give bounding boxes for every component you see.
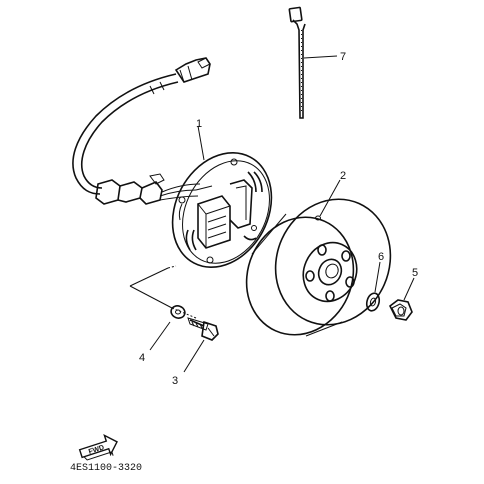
fwd-label: FWD: [88, 444, 105, 456]
callout-7: 7: [340, 51, 346, 63]
part-code: 4ES1100-3320: [70, 463, 142, 474]
callout-2: 2: [340, 170, 346, 182]
assembly-leaders: [129, 265, 197, 319]
callout-3: 3: [172, 375, 178, 387]
screw-part: [183, 317, 219, 373]
callout-1: 1: [196, 118, 202, 130]
nut-part: [388, 277, 415, 321]
washer-part: [365, 261, 381, 312]
fwd-arrow-icon: FWD: [78, 434, 118, 461]
wire-harness: [72, 57, 211, 205]
callout-4: 4: [139, 352, 145, 364]
small-washer-part: [149, 305, 186, 351]
callout-6: 6: [378, 251, 384, 263]
flywheel-rotor-part: [245, 179, 392, 337]
cable-tie-part: [288, 6, 338, 119]
stator-plate-part: [171, 125, 273, 269]
callout-5: 5: [412, 267, 418, 279]
